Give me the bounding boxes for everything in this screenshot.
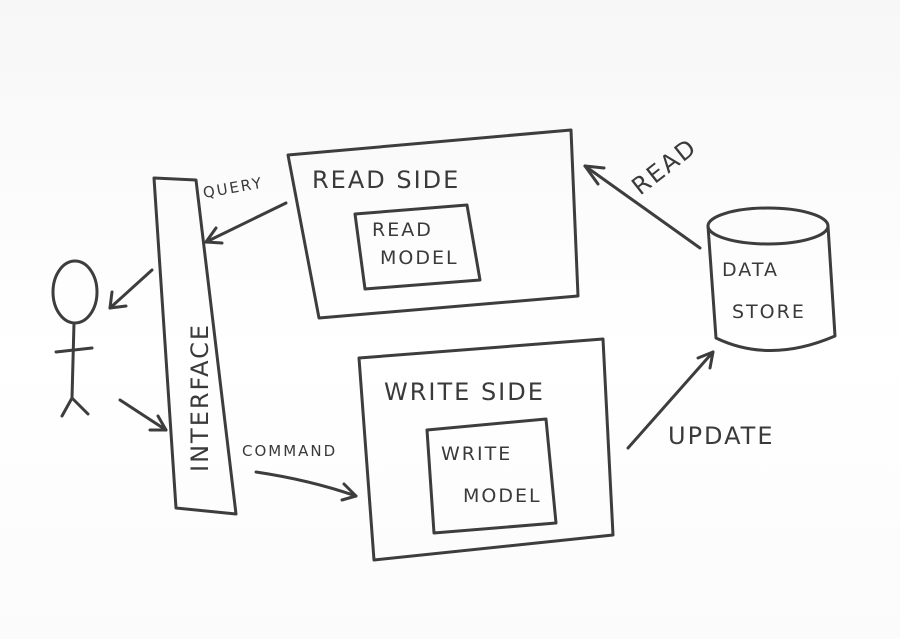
query-label: QUERY — [202, 174, 265, 202]
update-arrow: UPDATE — [626, 350, 774, 450]
query-arrow: QUERY — [202, 174, 288, 245]
data-store-label-line2: STORE — [732, 301, 806, 323]
read-side-label: READ SIDE — [312, 166, 460, 194]
write-model-label-line1: WRITE — [441, 443, 512, 465]
read-arrow: READ — [583, 133, 703, 250]
user-stick-figure — [51, 259, 99, 418]
user-action-arrow — [118, 398, 168, 432]
update-label: UPDATE — [668, 422, 774, 450]
interface-label: INTERFACE — [186, 323, 214, 472]
read-model-box: READ MODEL — [353, 203, 482, 291]
command-arrow: COMMAND — [242, 442, 358, 502]
data-store-cylinder: DATA STORE — [706, 206, 837, 352]
read-side-box: READ SIDE — [286, 128, 580, 320]
read-label: READ — [626, 133, 702, 201]
read-model-label-line1: READ — [372, 219, 433, 241]
response-arrow — [108, 268, 154, 310]
write-model-box: WRITE MODEL — [425, 417, 558, 535]
write-model-label-line2: MODEL — [463, 485, 542, 507]
data-store-label-line1: DATA — [722, 259, 779, 281]
read-model-label-line2: MODEL — [380, 247, 459, 269]
interface-box: INTERFACE — [152, 176, 238, 516]
command-label: COMMAND — [242, 442, 337, 460]
write-side-label: WRITE SIDE — [384, 378, 545, 406]
write-side-box: WRITE SIDE — [357, 337, 615, 562]
